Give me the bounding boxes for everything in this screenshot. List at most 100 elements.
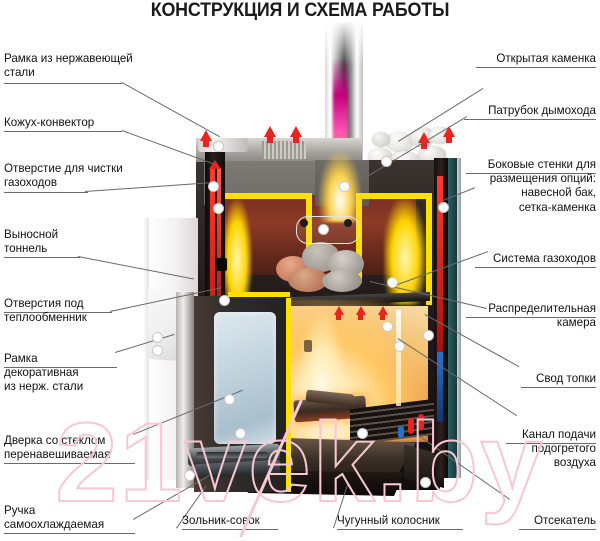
convector-casing-edge (143, 218, 149, 480)
door-glass (214, 312, 276, 444)
underline-glass-door (4, 463, 135, 464)
convection-arrow-3 (290, 126, 302, 137)
flue-path-outline-top-r (356, 193, 432, 199)
flue-path-outline-right (426, 193, 432, 305)
door-trim-yellow-top (228, 292, 290, 297)
air-nozzle-red-2 (418, 414, 424, 430)
inner-stones (276, 232, 372, 294)
dot-distribution (318, 224, 329, 235)
dot-flue-system (387, 277, 398, 288)
side-wall-option-panel (448, 158, 457, 478)
label-remote-tunnel: Выносной тоннель (4, 228, 59, 256)
dot-glass-door (224, 394, 235, 405)
dot-flue-cleaning (213, 203, 224, 214)
label-heat-exchanger-holes: Отверстия под теплообменник (4, 297, 87, 325)
dot-heat-exchanger (219, 295, 230, 306)
dot-firebox-vault (382, 321, 393, 332)
underline-cutoff-baffle (519, 529, 596, 530)
flue-path-outline-mid-v2 (356, 193, 362, 283)
underline-stainless-frame (4, 83, 122, 84)
flue-path-outline-top-l (216, 193, 312, 199)
dot-side-walls (438, 202, 449, 213)
label-self-cooling-handle: Ручка самоохлаждаемая (4, 504, 105, 532)
label-flue-cleaning-hole: Отверстие для чистки газоходов (4, 162, 123, 190)
label-side-walls-options: Боковые стенки для размещения опций: нав… (487, 158, 596, 214)
underline-firebox-vault (521, 387, 596, 388)
underline-cast-iron-grate (337, 529, 463, 530)
heat-exchanger-hole (216, 258, 227, 271)
decorative-frame-graphic (176, 292, 194, 488)
underline-preheated-air-channel (506, 443, 596, 444)
underline-heat-exchanger-holes (4, 312, 112, 313)
flue-path-outline-mid-v (306, 193, 312, 283)
dot-open-stone (381, 156, 392, 167)
label-convector-casing: Кожух-конвектор (4, 116, 95, 129)
label-firebox-vault: Свод топки (535, 372, 596, 385)
door-hinge (304, 340, 312, 352)
dot-convector-casing (208, 181, 219, 192)
air-nozzle-blue (398, 426, 404, 438)
label-glass-door: Дверка со стеклом перенавешиваемая (4, 434, 111, 462)
convection-arrow-2 (264, 126, 276, 137)
vault-arrow-2-tail (358, 313, 363, 320)
underline-remote-tunnel (4, 257, 80, 258)
convector-arrow-left (209, 160, 221, 169)
label-stainless-frame: Рамка из нержавеющей стали (4, 52, 133, 80)
underline-decorative-frame (4, 367, 117, 368)
dot-stainless-frame (213, 141, 224, 152)
dot-vault-edge (423, 330, 434, 341)
convection-arrow-4 (418, 132, 430, 143)
vault-arrow-3 (378, 306, 388, 315)
label-open-stone-basket: Открытая каменка (496, 52, 596, 65)
label-ash-pan: Зольник-совок (182, 514, 260, 527)
underline-distribution-chamber (466, 317, 596, 318)
convection-arrow-2-tail (267, 135, 273, 143)
dot-cutoff-baffle (420, 477, 431, 488)
convection-arrow-5-tail (446, 135, 452, 143)
vault-arrow-2 (356, 306, 366, 315)
convection-arrow-1 (200, 130, 212, 141)
underline-side-walls-options (466, 173, 596, 174)
convection-arrow-3-tail (293, 135, 299, 143)
dot-handle (184, 470, 195, 481)
convector-airflow-red-left (210, 168, 215, 358)
top-plate-grille (262, 141, 306, 159)
side-wall-edge (457, 158, 461, 478)
label-cutoff-baffle: Отсекатель (533, 514, 596, 527)
dot-cast-iron-grate (357, 428, 368, 439)
dot-ash-pan (235, 428, 246, 439)
self-cooling-handle-bar (196, 452, 268, 458)
door-trim-yellow (286, 298, 291, 492)
underline-convector-casing (4, 131, 122, 132)
underline-flue-cleaning-hole (4, 192, 88, 193)
underline-chimney-pipe (464, 119, 596, 120)
air-nozzle-red (408, 418, 414, 434)
vault-arrow-1-tail (336, 313, 341, 320)
underline-ash-pan (182, 529, 278, 530)
underline-flue-system (475, 267, 596, 268)
label-preheated-air-channel: Канал подачи подогретого воздуха (522, 428, 596, 470)
label-chimney-pipe: Патрубок дымохода (488, 104, 596, 117)
dot-decorative-frame (152, 345, 163, 356)
dot-preheated-air (394, 341, 405, 352)
vault-arrow-3-tail (380, 313, 385, 320)
label-cast-iron-grate: Чугунный колосник (337, 514, 440, 527)
dot-chimney-pipe (339, 181, 350, 192)
convector-airflow-blue-right (437, 352, 443, 422)
label-flue-system: Система газоходов (493, 252, 596, 265)
flame-left-channel (222, 200, 252, 300)
page-title: КОНСТРУКЦИЯ И СХЕМА РАБОТЫ (150, 0, 450, 21)
damper-pin-left (300, 219, 308, 227)
vault-arrow-1 (334, 306, 344, 315)
hot-gas-plume (333, 58, 348, 164)
convection-arrow-5 (443, 126, 455, 137)
damper-pin-right (344, 219, 352, 227)
underline-self-cooling-handle (4, 533, 135, 534)
label-decorative-frame: Рамка декоративная из нерж. стали (4, 352, 84, 394)
convection-arrow-4-tail (421, 141, 427, 149)
convector-airflow-red-right (437, 176, 443, 356)
underline-open-stone-basket (476, 67, 596, 68)
preheated-air-channel-graphic (396, 310, 401, 406)
